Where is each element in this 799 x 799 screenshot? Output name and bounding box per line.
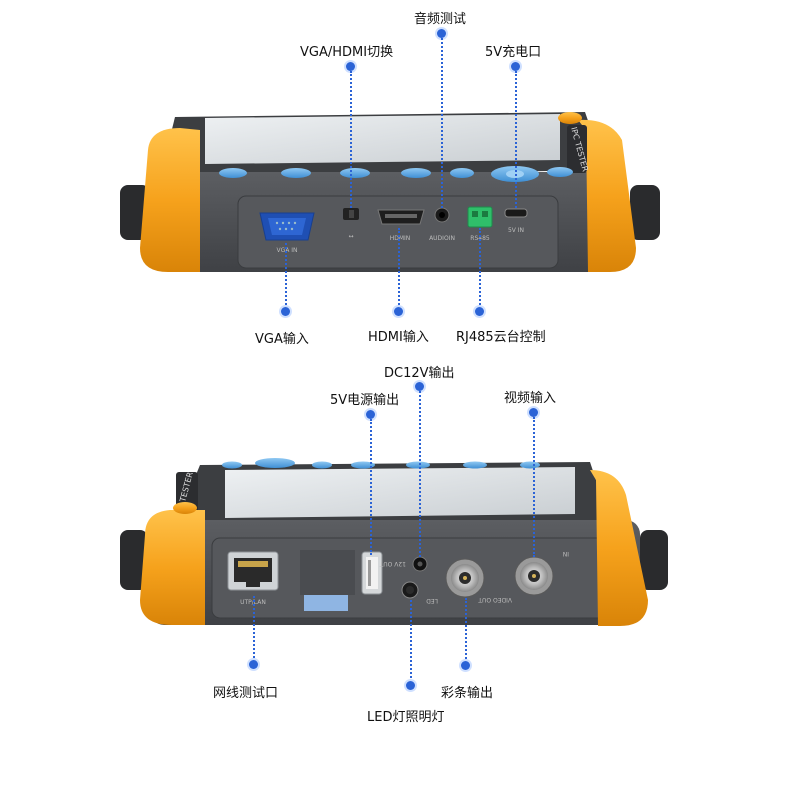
charge-5v-leader [515,71,517,208]
label-dc12v-out: DC12V输出 [384,366,455,381]
charge-5v-dot [511,62,520,71]
lan-port: UTP/LAN [227,551,279,606]
usb-charge-port: 5V IN [504,208,528,234]
color-bar-dot [461,661,470,670]
led-port: LED [401,581,438,604]
vga-in-leader [285,243,287,309]
hdmi-in-dot [394,307,403,316]
rj485-leader [479,228,481,309]
bnc-video-in: IN [514,550,569,596]
vga-hdmi-switch: ↔ [343,208,359,240]
bottom-button-row [222,458,540,469]
vin-port-print: 5V IN [508,227,524,234]
audio-port-print: AUDIOIN [429,235,455,242]
audio-test-leader [441,38,443,208]
led-port-print: LED [426,597,438,604]
label-power-5v-out: 5V电源输出 [330,393,400,408]
svg-text:↔: ↔ [348,233,353,240]
dc12v-port: 12V OUT [379,556,428,572]
label-rj485: RJ485云台控制 [456,330,546,345]
dc-port-print: 12V OUT [379,560,406,567]
dc12v-leader [419,391,421,557]
color-bar-leader [465,598,467,663]
switch-leader [350,71,352,208]
rj485-dot [475,307,484,316]
vga-in-dot [281,307,290,316]
vga-port-print: VGA IN [276,247,297,254]
hdmi-in-leader [398,228,400,309]
video-in-print: IN [563,550,569,557]
power-5v-dot [366,410,375,419]
bottom-device: IPC TESTER UTP/LAN 12V OUT [120,458,668,626]
video-in-dot [529,408,538,417]
label-video-in: 视频输入 [504,391,557,406]
dc12v-dot [415,382,424,391]
label-vga-in: VGA输入 [255,332,309,347]
power-5v-leader [370,419,372,555]
switch-dot [346,62,355,71]
led-light-leader [410,600,412,682]
audio-port: AUDIOIN [429,207,455,242]
lan-test-dot [249,660,258,669]
lan-test-leader [253,596,255,662]
label-color-bar-out: 彩条输出 [441,686,494,701]
video-out-print: VIDEO OUT [478,596,512,603]
label-led-light: LED灯照明灯 [367,710,445,725]
hdmi-port: HDMIN [377,209,425,242]
label-audio-test: 音频测试 [414,12,467,27]
video-in-leader [533,417,535,557]
led-light-dot [406,681,415,690]
bnc-video-out: VIDEO OUT [445,558,512,603]
label-vga-hdmi-switch: VGA/HDMI切换 [300,45,394,60]
label-hdmi-in: HDMI输入 [368,330,429,345]
label-lan-test: 网线测试口 [213,686,279,701]
label-charge-5v: 5V充电口 [485,45,542,60]
top-device: IPC TESTER VGA IN ↔ [120,112,660,272]
vga-port: VGA IN [259,212,315,254]
audio-test-dot [437,29,446,38]
usb-power-port [361,551,383,595]
hdmi-port-print: HDMIN [390,235,411,242]
